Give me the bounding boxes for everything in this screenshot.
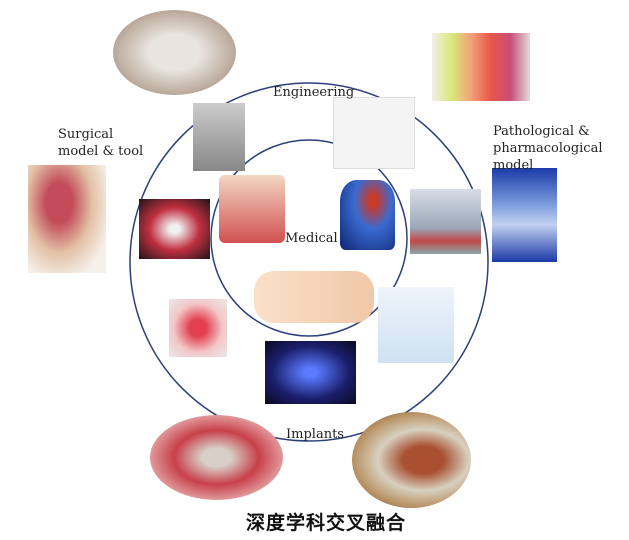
implant-surgery-image	[150, 415, 283, 500]
pathological-label: Pathological & pharmacological model	[493, 124, 603, 173]
electrospinning-schematic-image	[378, 287, 454, 363]
scaffold-print-image	[139, 199, 210, 259]
outer-ring	[129, 82, 489, 442]
surgical-label: Surgical model & tool	[58, 127, 144, 159]
red-print-image	[169, 299, 227, 357]
patient-chest-pain-image	[219, 175, 285, 243]
engineering-label: Engineering	[273, 85, 355, 100]
gel-cube-image	[492, 168, 557, 262]
head-model-image	[28, 165, 106, 273]
wrist-splint-image	[113, 10, 236, 95]
printing-nozzle-image	[410, 189, 481, 254]
implants-label: Implants	[286, 427, 344, 442]
brain-head-image	[340, 180, 395, 250]
bioprinter-schematic-image	[333, 97, 415, 169]
inner-ring	[210, 139, 408, 337]
glowing-wells-image	[265, 341, 356, 404]
skull-mesh-image	[352, 412, 471, 508]
figure-title: 深度学科交叉融合	[246, 512, 407, 534]
leg-wound-image	[254, 271, 374, 323]
color-hydrogels-image	[432, 33, 530, 101]
lattice-print-image	[193, 103, 245, 171]
medical-label: Medical	[285, 231, 338, 246]
